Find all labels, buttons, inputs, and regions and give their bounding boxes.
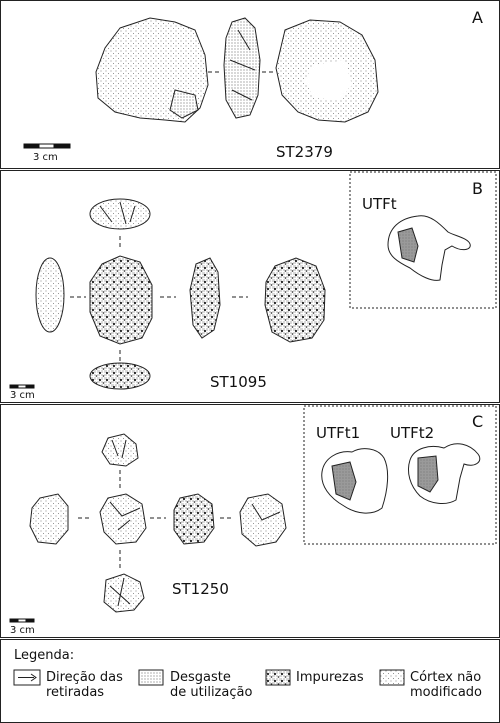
legend-item-wear-line-2: de utilização [170,685,253,700]
sparse-dots-swatch-icon [379,669,405,686]
artifact-c-right-1 [173,493,215,545]
panel-c-letter: C [472,412,484,431]
panel-c-artifacts [29,433,287,613]
panel-b-scale-label: 3 cm [10,390,35,401]
panel-a-artifacts [95,17,379,123]
coarse-dots-swatch-icon [265,669,291,686]
artifact-c-left [29,493,69,545]
panel-c-specimen-label: ST1250 [172,580,229,598]
legend-item-direction: Direção das retiradas [46,670,123,700]
legend-title: Legenda: [14,648,75,663]
legend-item-wear-line-1: Desgaste [170,670,231,685]
artifact-c-bottom [103,573,145,613]
artifact-b-right-2 [264,257,326,343]
panel-c-inset-label-1: UTFt1 [316,424,361,442]
legend-item-cortex: Córtex não modificado [410,670,482,700]
legend-item-wear: Desgaste de utilização [170,670,252,700]
panel-a-scale-label: 3 cm [33,152,58,163]
panel-b-artifacts [35,198,326,390]
panel-c-inset [303,405,497,545]
panel-c-scale-label: 3 cm [10,625,35,636]
panel-b-specimen-label: ST1095 [210,373,267,391]
artifact-b-bottom [89,362,151,390]
artifact-c-top [101,433,139,467]
legend-item-direction-line-1: Direção das [46,670,123,685]
panel-a-specimen-label: ST2379 [276,143,333,161]
panel-b-letter: B [472,179,483,198]
fine-dots-swatch-icon [138,669,164,686]
artifact-b-left [35,257,65,333]
scale-bars [9,143,71,623]
artifact-a-view-2 [223,17,261,119]
panel-b-frame [0,170,500,403]
artifact-b-right-1 [189,257,221,339]
legend-item-impurities: Impurezas [296,670,364,685]
artifact-b-center [89,255,153,345]
legend-swatches [13,669,405,686]
legend-item-cortex-line-1: Córtex não [410,670,482,685]
legend-item-impurities-line-1: Impurezas [296,670,364,685]
panel-b-inset-label: UTFt [362,195,397,213]
panel-c-inset-label-2: UTFt2 [390,424,435,442]
artifact-c-center [99,493,147,545]
legend-item-direction-line-2: retiradas [46,685,105,700]
legend-item-cortex-line-2: modificado [410,685,482,700]
panel-a-letter: A [472,8,483,27]
panel-b-inset [349,171,497,309]
